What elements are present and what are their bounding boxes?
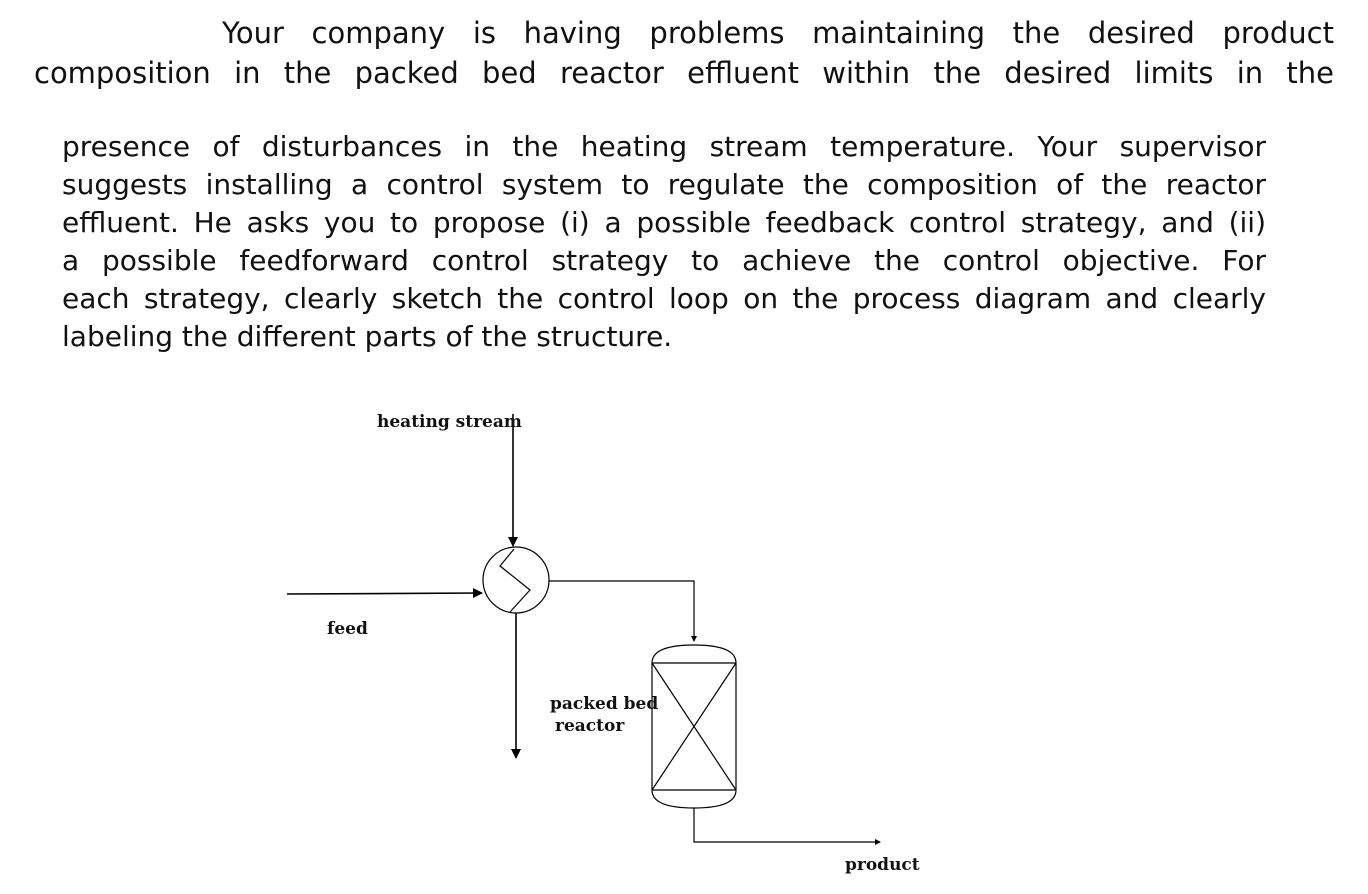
question-paragraph: presence of disturbances in the heating … [62,128,1266,356]
heating-stream-label: heating stream [377,412,522,432]
question-para-line: effluent. He asks you to propose (i) a p… [62,206,1266,239]
product-label: product [845,855,920,875]
question-para-line: presence of disturbances in the heating … [62,130,1266,163]
reactor-label-line-1: packed bed [550,694,658,714]
question-para-line: each strategy, clearly sketch the contro… [62,282,1266,315]
question-line-2: composition in the packed bed reactor ef… [34,56,1334,90]
question-line-1: Your company is having problems maintain… [222,16,1334,50]
packed-bed-reactor-icon [651,644,737,809]
question-para-line: labeling the different parts of the stru… [62,320,673,353]
heat-exchanger-icon [482,546,550,614]
product-outlet-line [693,808,881,845]
question-para-line: a possible feedforward control strategy … [62,244,1266,277]
feed-inlet-line [286,588,483,599]
feed-label: feed [327,619,368,639]
question-para-line: suggests installing a control system to … [62,168,1266,201]
reactor-feed-line [549,580,697,642]
reactor-label-line-2: reactor [555,716,625,736]
